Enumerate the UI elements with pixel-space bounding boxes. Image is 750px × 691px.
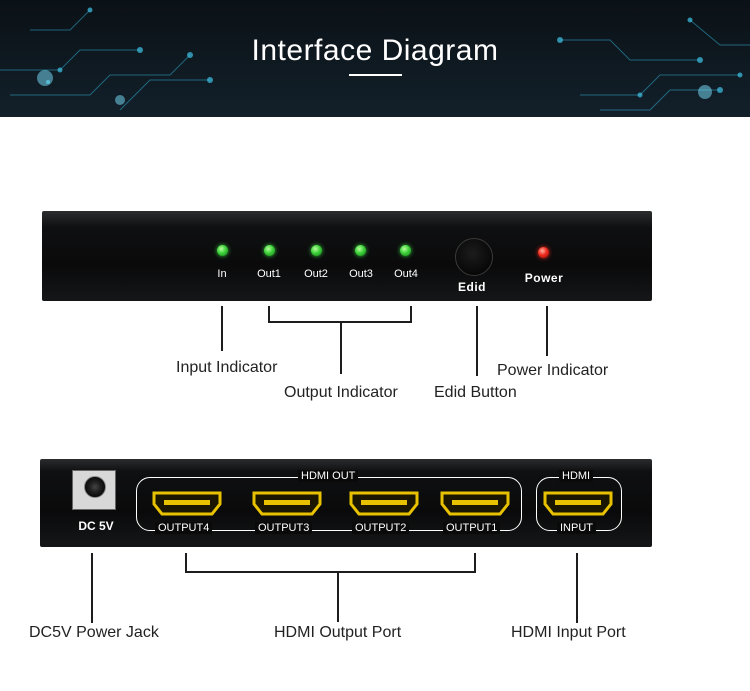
- output4-label: OUTPUT4: [155, 522, 213, 534]
- input-indicator-leader: [221, 306, 223, 351]
- hdmi-output3-port[interactable]: [252, 491, 322, 516]
- dc-jack-leader: [91, 553, 93, 623]
- header-banner: Interface Diagram: [0, 0, 750, 117]
- led-label-out3: Out3: [349, 268, 373, 280]
- led-out1: [264, 245, 275, 256]
- callout-hdmi-input-port: HDMI Input Port: [511, 624, 626, 641]
- dc-label: DC 5V: [78, 519, 114, 533]
- diagram-title: Interface Diagram: [251, 34, 499, 67]
- edid-button-leader: [476, 306, 478, 376]
- hdmi-output-leader: [337, 572, 339, 622]
- callout-power-indicator: Power Indicator: [497, 362, 609, 379]
- output-port-bracket-bar: [185, 571, 476, 573]
- output3-label: OUTPUT3: [255, 522, 313, 534]
- hdmi-input-port[interactable]: [543, 491, 613, 516]
- output2-label: OUTPUT2: [352, 522, 410, 534]
- output-indicator-leader: [340, 322, 342, 374]
- output-bracket-left: [268, 306, 270, 322]
- dc-power-jack[interactable]: [84, 476, 106, 498]
- callout-input-indicator: Input Indicator: [176, 359, 278, 376]
- led-label-out4: Out4: [394, 268, 418, 280]
- led-label-out1: Out1: [257, 268, 281, 280]
- output1-label: OUTPUT1: [443, 522, 501, 534]
- output-port-bracket-left: [185, 553, 187, 572]
- hdmi-output1-port[interactable]: [440, 491, 510, 516]
- hdmi-output2-port[interactable]: [349, 491, 419, 516]
- callout-hdmi-output-port: HDMI Output Port: [274, 624, 402, 641]
- circuit-pattern-graphic: [0, 7, 750, 111]
- power-indicator-leader: [546, 306, 548, 356]
- led-in: [217, 245, 228, 256]
- callout-edid-button: Edid Button: [434, 384, 517, 401]
- led-out3: [355, 245, 366, 256]
- edid-button[interactable]: [455, 238, 493, 276]
- callout-dc5v-power-jack: DC5V Power Jack: [29, 624, 159, 641]
- hdmi-in-label: HDMI: [559, 470, 594, 482]
- led-out2: [311, 245, 322, 256]
- hdmi-out-label: HDMI OUT: [298, 470, 359, 482]
- title-underline: [349, 74, 402, 76]
- edid-label: Edid: [458, 280, 486, 294]
- front-panel: [42, 211, 652, 301]
- input-label: INPUT: [557, 522, 596, 534]
- led-out4: [400, 245, 411, 256]
- led-label-in: In: [217, 268, 227, 280]
- led-label-out2: Out2: [304, 268, 328, 280]
- hdmi-output4-port[interactable]: [152, 491, 222, 516]
- output-port-bracket-right: [474, 553, 476, 572]
- callout-output-indicator: Output Indicator: [284, 384, 398, 401]
- hdmi-input-leader: [576, 553, 578, 623]
- power-label: Power: [524, 271, 564, 285]
- output-bracket-right: [410, 306, 412, 322]
- power-led: [538, 247, 549, 258]
